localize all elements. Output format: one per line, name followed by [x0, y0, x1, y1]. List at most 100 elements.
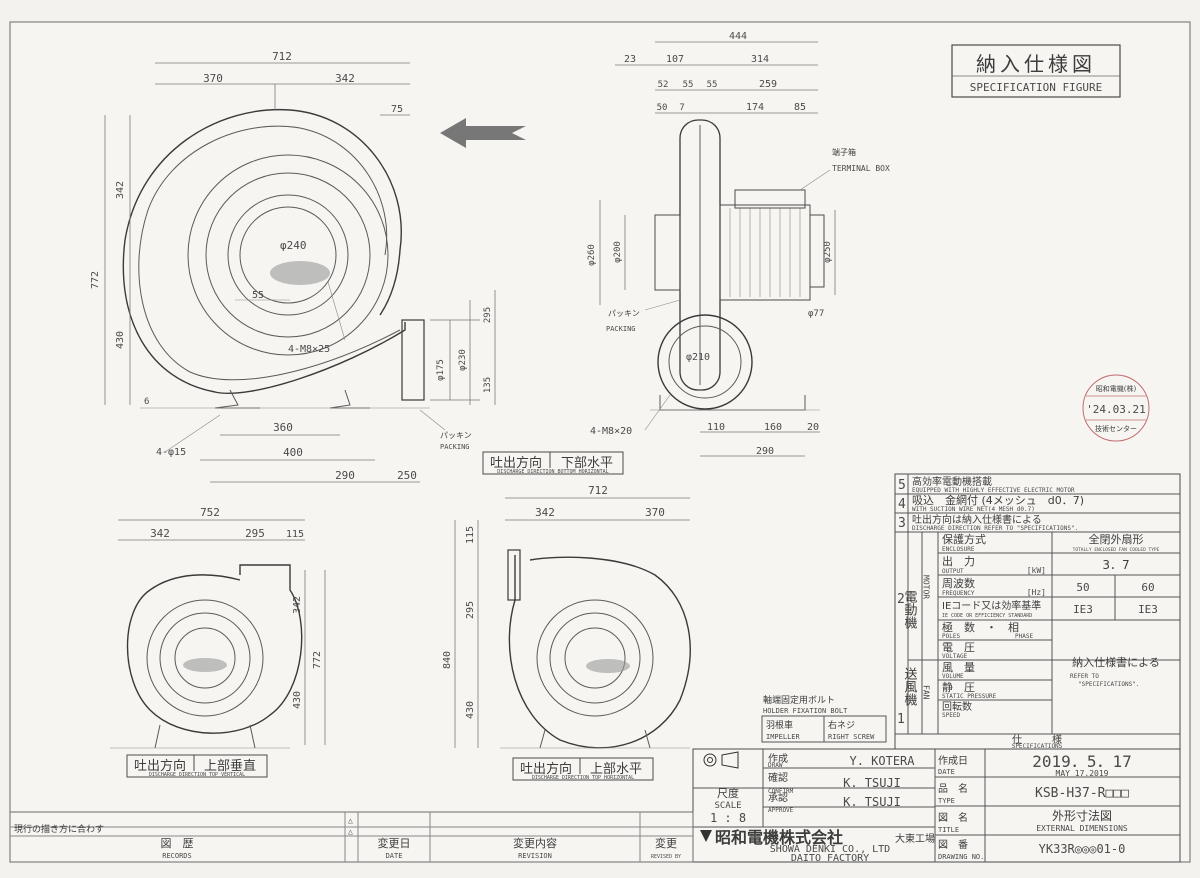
bm-dim-v295: 295 — [465, 601, 476, 619]
static-en: STATIC PRESSURE — [942, 693, 997, 700]
holder-c2-jp: 右ネジ — [828, 719, 855, 731]
dim-174: 174 — [746, 102, 764, 113]
holder-c2-en: RIGHT SCREW — [828, 733, 875, 741]
note4-jp: 吸込 金網付 (4メッシュ d0．7) — [912, 493, 1084, 507]
packing-en: PACKING — [440, 443, 470, 451]
output-jp: 出 力 — [942, 554, 975, 568]
enclosure-val-jp: 全閉外扇形 — [1089, 532, 1144, 546]
front-view: 712 370 342 75 342 772 430 6 φ240 55 4-M… — [90, 50, 624, 483]
type-jp: 品 名 — [938, 782, 968, 795]
company-jp: 昭和電機株式会社 — [715, 828, 843, 847]
note5-num: 5 — [898, 478, 906, 493]
enclosure-en: ENCLOSURE — [942, 546, 975, 553]
confirm-en: CONFIRM — [768, 788, 794, 795]
bm-dim-712: 712 — [588, 484, 608, 497]
title-block: 作成 DRAW Y. KOTERA 確認 CONFIRM K. TSUJI 承認… — [692, 748, 1181, 864]
ie-jp: IEコード又は効率基準 — [942, 599, 1041, 612]
spec-footer-en: SPECIFICATIONS — [1012, 743, 1063, 750]
approve-name: K. TSUJI — [843, 795, 901, 809]
dim-370: 370 — [203, 72, 223, 85]
stamp-date: '24.03.21 — [1086, 403, 1146, 416]
note4-en: WITH SUCTION WIRE NET(4 MESH d0.7) — [912, 506, 1035, 513]
dim-d175: φ175 — [436, 359, 446, 381]
dim-110: 110 — [707, 422, 725, 433]
stamp-top: 昭和電機(株) — [1096, 384, 1137, 393]
fan-en: FAN — [922, 685, 931, 700]
bl-dim-342: 342 — [150, 527, 170, 540]
rec-rev-jp: 変更内容 — [513, 836, 557, 850]
freq-en: FREQUENCY — [942, 590, 975, 597]
title-en: TITLE — [938, 826, 959, 834]
records-en: RECORDS — [162, 852, 192, 860]
rec-rev-en: REVISION — [518, 852, 552, 860]
note5-en: EQUIPPED WITH HIGHLY EFFECTIVE ELECTRIC … — [912, 487, 1075, 494]
dim-d250: φ250 — [823, 241, 833, 263]
dim-d210: φ210 — [686, 352, 710, 363]
bm-dim-342: 342 — [535, 506, 555, 519]
confirm-name: K. TSUJI — [843, 776, 901, 790]
bm-label-jp1: 吐出方向 — [520, 761, 572, 777]
volume-jp: 風 量 — [942, 661, 975, 674]
spec-footer-jp: 仕 様 — [1012, 733, 1062, 746]
draw-jp: 作成 — [768, 753, 788, 765]
dim-107: 107 — [666, 54, 684, 65]
bl-dim-v430: 430 — [292, 691, 303, 709]
side-bolt: 4-M8×20 — [590, 426, 632, 437]
dim-360: 360 — [273, 421, 293, 434]
approve-en: APPROVE — [768, 807, 794, 814]
bottom-left-view: 752 342 295 115 342 772 430 吐出方向 上部垂直 DI… — [110, 506, 326, 778]
banner-jp: 納入仕様図 — [976, 52, 1096, 76]
bl-label-jp1: 吐出方向 — [134, 758, 186, 774]
freq-unit: [Hz] — [1027, 588, 1046, 597]
volume-en: VOLUME — [942, 673, 964, 680]
note3-num: 3 — [898, 516, 906, 531]
dim-342: 342 — [335, 72, 355, 85]
spec-table: 5 高効率電動機搭載 EQUIPPED WITH HIGHLY EFFECTIV… — [894, 473, 1181, 750]
output-unit: [kW] — [1027, 566, 1046, 575]
motor-jp: 電動機 — [902, 590, 918, 629]
holes-label: 4-φ15 — [156, 447, 186, 458]
dwg-jp: 図 番 — [938, 839, 968, 851]
records-jp: 図 歴 — [161, 837, 194, 850]
output-val: 3．7 — [1102, 558, 1129, 572]
date-val-en: MAY 17.2019 — [1056, 769, 1109, 778]
voltage-jp: 電 圧 — [942, 641, 975, 654]
dim-50: 50 — [657, 103, 668, 113]
type-val: KSB-H37-R□□□ — [1035, 786, 1129, 801]
bl-dim-115: 115 — [286, 529, 304, 540]
dim-52: 52 — [658, 80, 669, 90]
dim-712: 712 — [272, 50, 292, 63]
dim-23: 23 — [624, 54, 636, 65]
front-label-jp1: 吐出方向 — [490, 455, 542, 471]
scale-jp: 尺度 — [717, 786, 739, 800]
poles-jp: 極 数 ・ 相 — [942, 620, 1019, 634]
bl-dim-v342: 342 — [292, 596, 303, 614]
ie-60: IE3 — [1138, 603, 1158, 616]
enclosure-jp: 保護方式 — [942, 532, 986, 546]
speed-en: SPEED — [942, 712, 960, 719]
banner-en: SPECIFICATION FIGURE — [970, 81, 1102, 94]
bottom-mid-view: 712 342 370 115 295 840 430 吐出方向 上部水平 DI… — [442, 484, 691, 781]
bm-dim-v840: 840 — [442, 651, 453, 669]
dim-75: 75 — [391, 104, 403, 115]
rec-revised-en: REVISED BY — [651, 854, 681, 860]
bm-dim-v430: 430 — [465, 701, 476, 719]
terminal-jp: 端子箱 — [832, 147, 856, 157]
bm-label-en: DISCHARGE DIRECTION TOP HORIZONTAL — [532, 775, 634, 781]
title-banner: 納入仕様図 SPECIFICATION FIGURE — [951, 44, 1121, 98]
date-en: DATE — [938, 768, 955, 776]
dim-d200: φ200 — [613, 241, 623, 263]
note5-jp: 高効率電動機搭載 — [912, 475, 992, 488]
dim-444: 444 — [729, 31, 747, 42]
date-val: 2019．5．17 — [1032, 752, 1131, 771]
dim-135: 135 — [483, 377, 493, 393]
front-label-jp2: 下部水平 — [561, 456, 613, 471]
dim-55a: 55 — [683, 80, 694, 90]
dim-7: 7 — [679, 103, 684, 113]
dim-250: 250 — [397, 469, 417, 482]
note3-en: DISCHARGE DIRECTION REFER TO "SPECIFICAT… — [912, 525, 1078, 532]
draw-name: Y. KOTERA — [849, 754, 915, 768]
date-stamp: 昭和電機(株) '24.03.21 技術センター — [1082, 374, 1150, 442]
rec-revised-jp: 変更 — [655, 836, 677, 850]
